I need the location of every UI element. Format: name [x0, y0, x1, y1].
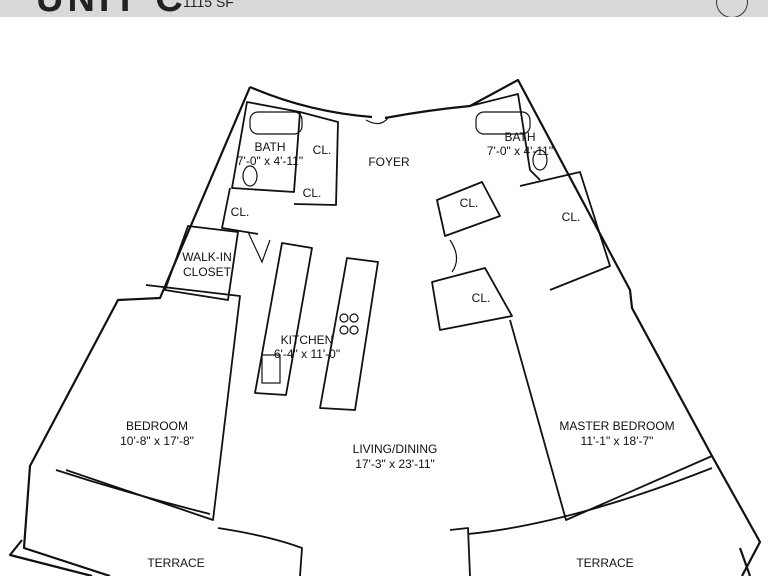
living-dining-label: LIVING/DINING — [353, 442, 438, 456]
interior-walls — [55, 93, 713, 576]
walk-in-closet-walls — [164, 225, 239, 301]
kitchen-sink — [261, 354, 281, 384]
header-bar: UNIT C 1115 SF — [0, 0, 768, 17]
master-bedroom-label: MASTER BEDROOM — [559, 419, 674, 433]
right-closet-3-walls — [431, 267, 513, 331]
right-bath-dims: 7'-0" x 4'-11" — [487, 144, 553, 158]
living-window-left — [217, 527, 303, 576]
fixtures — [242, 111, 548, 384]
stove-burner-1 — [339, 313, 349, 323]
living-dining-dims: 17'-3" x 23'-11" — [355, 457, 435, 471]
right-closet-2-walls — [519, 171, 611, 291]
bedroom-label: BEDROOM — [126, 419, 188, 433]
foyer-label: FOYER — [368, 155, 410, 169]
top-left-wall — [249, 85, 373, 119]
kitchen-counter-left — [254, 242, 313, 396]
left-bathtub — [249, 111, 303, 135]
kitchen-counter-right — [319, 257, 379, 411]
stove-burner-3 — [339, 325, 349, 335]
closet-label-1: CL. — [313, 143, 332, 157]
walk-in-closet-label-1: WALK-IN — [182, 250, 232, 264]
left-terrace-label: TERRACE — [147, 556, 204, 570]
closet-label-3: CL. — [231, 205, 250, 219]
right-terrace-rail — [738, 547, 752, 576]
bedroom-walls — [65, 284, 241, 521]
unit-square-footage: 1115 SF — [183, 0, 234, 10]
stove-burner-4 — [349, 325, 359, 335]
bedroom-dims: 10'-8" x 17'-8" — [120, 434, 194, 448]
left-exterior-wall — [22, 86, 252, 576]
right-bath-walls — [469, 93, 541, 181]
left-toilet — [242, 165, 258, 187]
room-labels: BATH 7'-0" x 4'-11" CL. CL. CL. FOYER BA… — [120, 130, 675, 570]
closet-label-2: CL. — [303, 186, 322, 200]
right-bath-label: BATH — [504, 130, 535, 144]
closet-label-6: CL. — [472, 291, 491, 305]
right-bathtub — [475, 111, 531, 135]
left-closet-walls — [293, 111, 339, 206]
closet-door-swing-right — [449, 239, 458, 273]
kitchen-dims: 6'-4" x 11'-0" — [274, 347, 340, 361]
closet-label-5: CL. — [562, 210, 581, 224]
closet-door-swing-left — [247, 231, 271, 264]
left-bath-walls — [231, 101, 301, 193]
right-closet-1-walls — [436, 181, 501, 237]
kitchen-label: KITCHEN — [281, 333, 334, 347]
stove-burner-2 — [349, 313, 359, 323]
left-terrace-rail — [8, 539, 93, 576]
entry-door-swing — [365, 117, 389, 125]
unit-title: UNIT C — [36, 0, 187, 17]
living-window-right — [449, 527, 471, 576]
walk-in-closet-label-2: CLOSET — [183, 265, 232, 279]
master-window-wall — [467, 467, 713, 535]
right-toilet — [532, 149, 548, 171]
bedroom-window-wall — [55, 469, 211, 515]
right-terrace-label: TERRACE — [576, 556, 633, 570]
master-bedroom-walls — [509, 319, 713, 521]
left-bath-label: BATH — [254, 140, 285, 154]
master-bedroom-dims: 11'-1" x 18'-7" — [581, 434, 654, 448]
left-bath-dims: 7'-0" x 4'-11" — [237, 154, 303, 168]
closet-label-4: CL. — [460, 196, 479, 210]
left-closet-3-walls — [221, 187, 259, 235]
right-exterior-wall — [384, 78, 762, 576]
